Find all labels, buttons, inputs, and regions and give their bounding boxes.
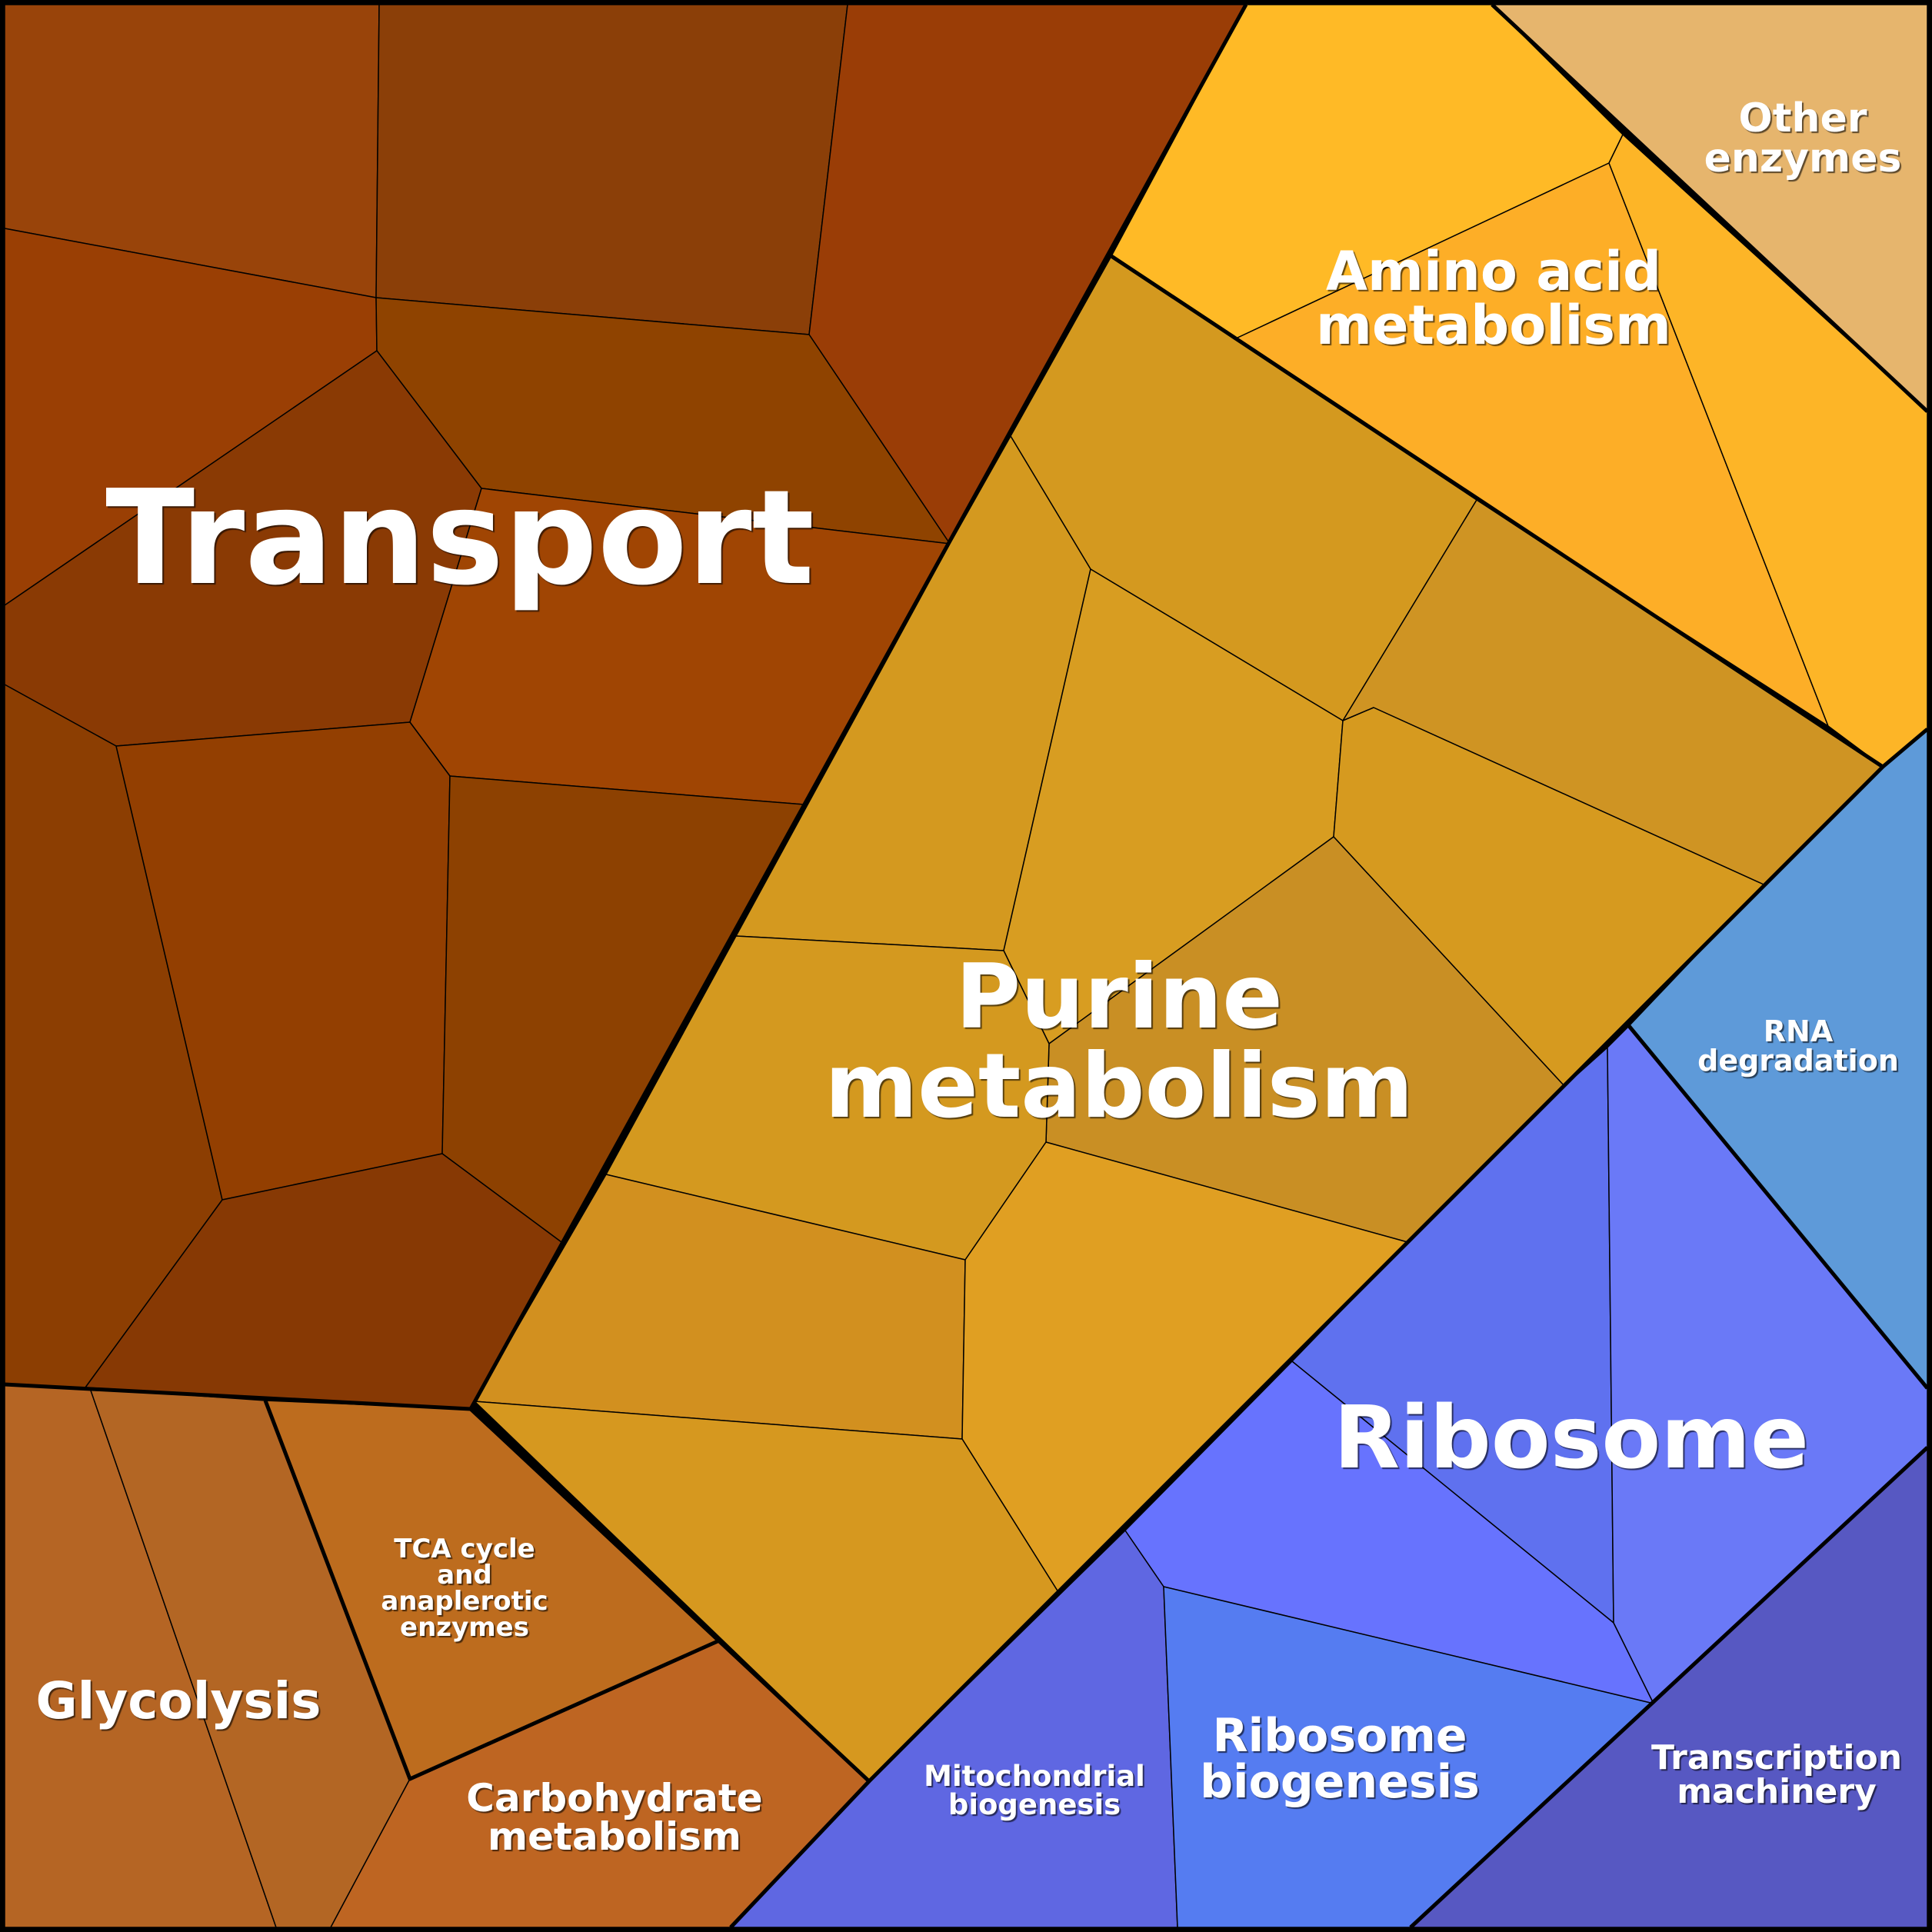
group-amino-acid xyxy=(1111,4,1928,768)
label-purine-metabolism: Purine metabolism xyxy=(824,945,1414,1138)
group-transport xyxy=(4,4,1247,1410)
label-glycolysis: Glycolysis xyxy=(35,1671,321,1730)
label-tca-cycle: TCA cycle and anaplerotic enzymes xyxy=(381,1534,548,1643)
label-other-enzymes: Other enzymes xyxy=(1704,95,1902,182)
label-amino-acid-metabolism: Amino acid metabolism xyxy=(1316,240,1671,357)
transport-cell-2[interactable] xyxy=(375,4,848,335)
label-ribosome: Ribosome xyxy=(1333,1388,1810,1488)
label-transport: Transport xyxy=(105,462,814,615)
group-borders xyxy=(4,3,1929,1929)
label-rna-degradation: RNA degradation xyxy=(1697,1014,1899,1078)
label-mitochondrial-biogenesis: Mitochondrial biogenesis xyxy=(924,1760,1145,1821)
label-transcription-machinery: Transcription machinery xyxy=(1651,1738,1903,1811)
group-ribosome xyxy=(1124,1025,1928,1704)
group-purine xyxy=(474,255,1884,1782)
label-ribosome-biogenesis: Ribosome biogenesis xyxy=(1200,1709,1480,1809)
label-carbohydrate-metabolism: Carbohydrate metabolism xyxy=(466,1776,763,1859)
